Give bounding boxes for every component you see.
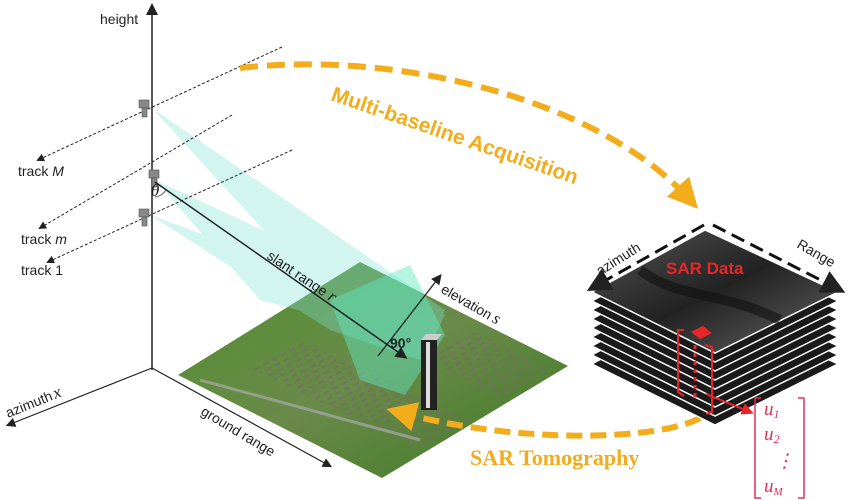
- azimuth-label: azimuthx: [2, 382, 64, 422]
- building-icon: [421, 334, 442, 410]
- sar-range-label: Range: [795, 236, 839, 271]
- illuminated-volume: [330, 265, 445, 395]
- tomography-label: SAR Tomography: [470, 445, 639, 470]
- track-1-label: track 1: [21, 262, 63, 278]
- tomography-arrow: [386, 402, 702, 439]
- slant-range-line: [154, 181, 408, 359]
- pixel-column-marker: [677, 325, 754, 415]
- azimuth-axis: [5, 367, 153, 427]
- track-m-label: track m: [21, 231, 67, 247]
- vector-u2: u2: [764, 424, 780, 446]
- radar-beams: [150, 108, 445, 360]
- measurement-vector: u1 u2 ⋮ uM: [754, 397, 805, 499]
- sar-azimuth-axis: [586, 223, 705, 291]
- vector-u1: u1: [764, 399, 780, 421]
- acquisition-label: Multi-baseline Acquisition: [328, 83, 581, 189]
- track-M-label: track M: [18, 163, 64, 179]
- theta-label: θ: [151, 181, 159, 200]
- elevation-axis: [377, 273, 442, 357]
- right-angle-label: 90°: [390, 335, 411, 351]
- vector-uM: uM: [764, 476, 784, 498]
- sar-data-stack: [590, 229, 840, 426]
- sar-data-title: SAR Data: [666, 259, 744, 278]
- track-lines: [36, 46, 293, 264]
- height-label: height: [100, 11, 138, 27]
- acquisition-arrow: [239, 61, 699, 209]
- ground-range-axis: [151, 367, 333, 468]
- vector-ellipsis: ⋮: [775, 451, 794, 472]
- satellite-icon: [138, 99, 160, 227]
- sar-range-axis: [712, 223, 846, 293]
